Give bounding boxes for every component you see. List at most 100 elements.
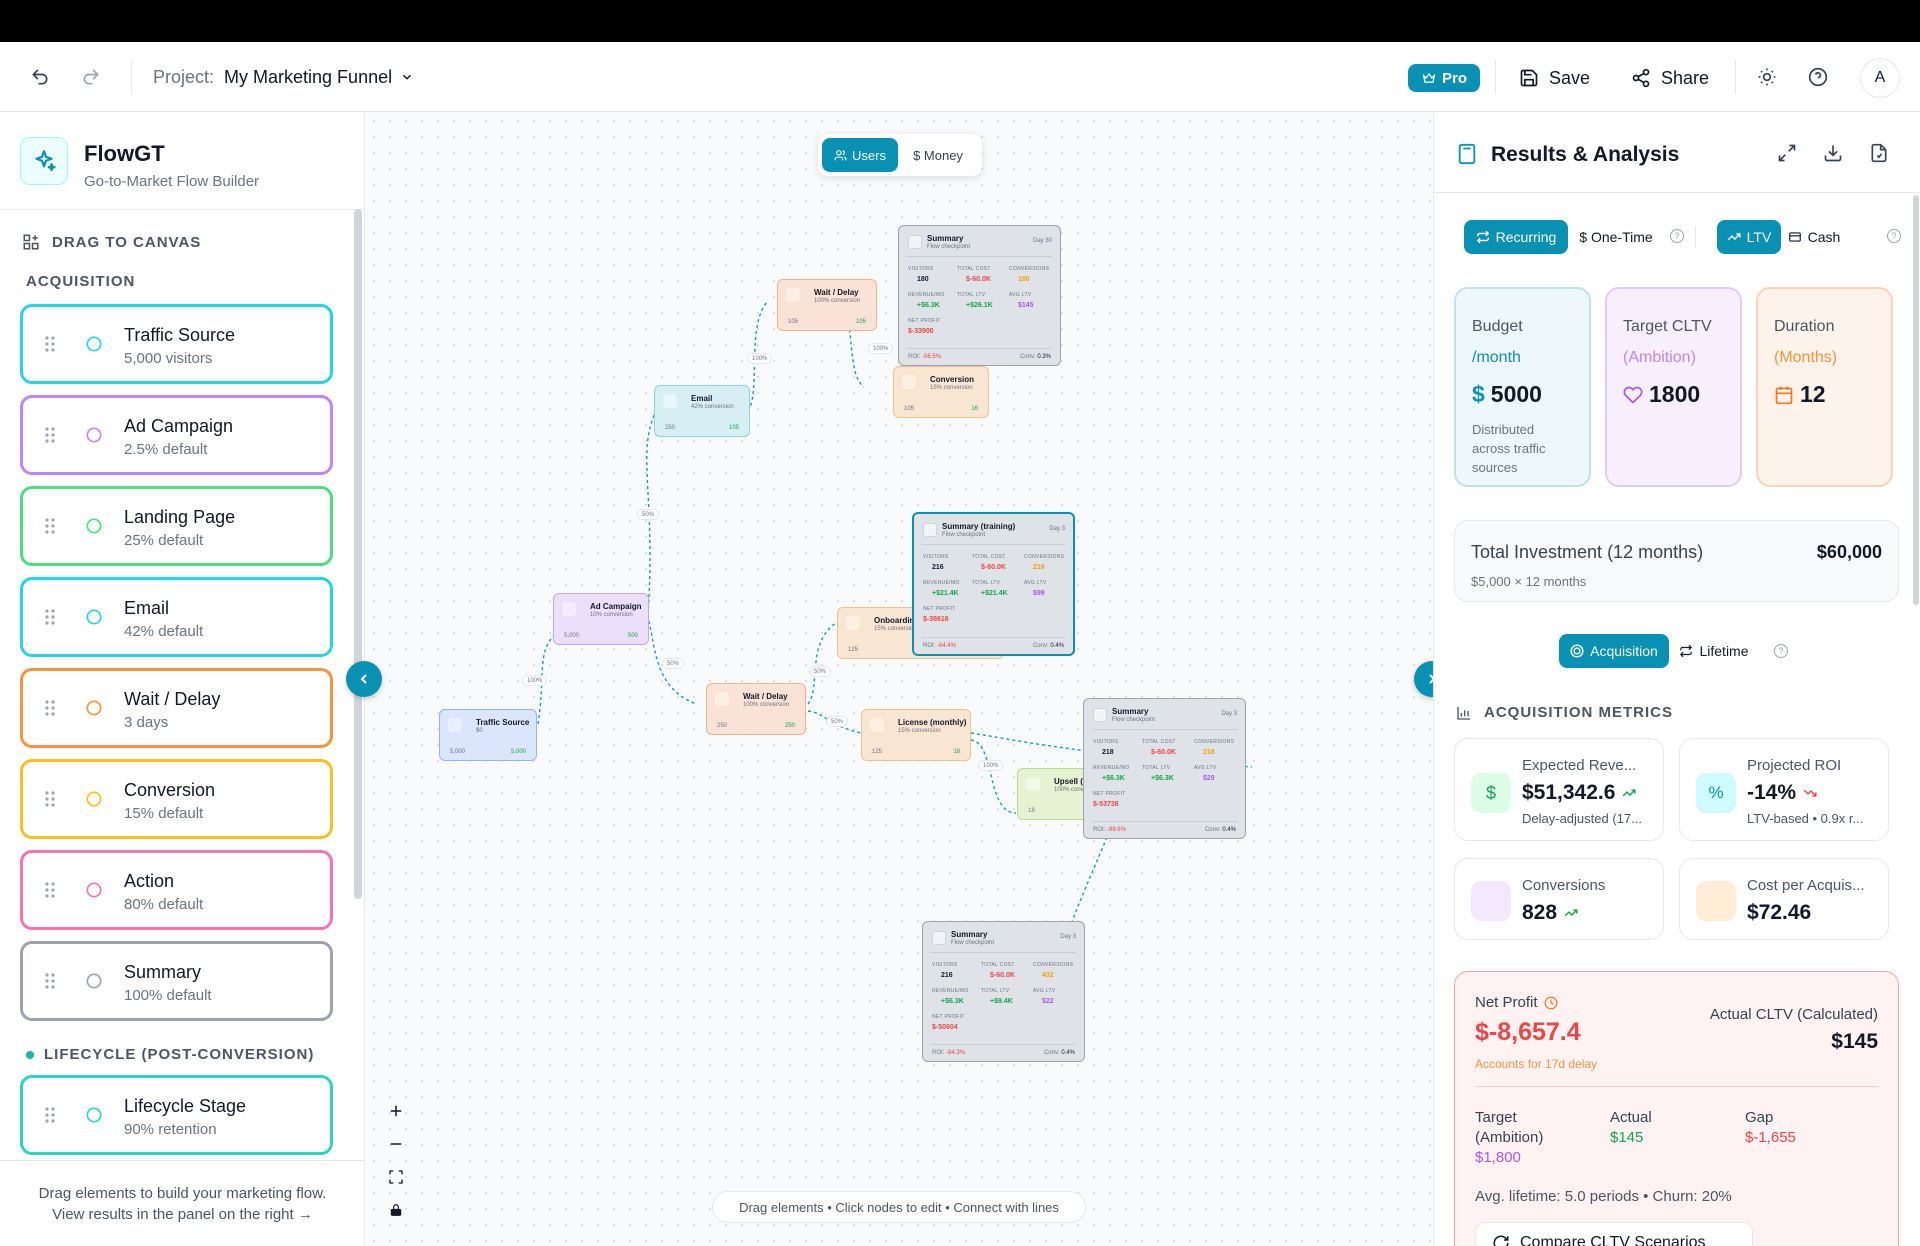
node-wait-delay-1[interactable]: Wait / Delay 100% conversion 105 105 [777,279,877,331]
avatar[interactable]: A [1860,58,1900,98]
lifecycle-dot [26,1050,34,1059]
mode-users-button[interactable]: Users [822,138,898,172]
summary-header: TOTAL LTV [981,988,1010,994]
actual-cltv-value: $145 [1831,1030,1878,1053]
drag-to-canvas-heading: DRAG TO CANVAS [22,233,201,251]
drag-handle-icon[interactable] [45,335,55,353]
kpi-label: Conversions [1522,877,1606,894]
drag-handle-icon[interactable] [45,426,55,444]
summary-roi-label: ROI: [923,643,936,649]
expand-icon[interactable] [1777,143,1799,165]
drag-handle-icon[interactable] [45,608,55,626]
summary-conv-label: Conv: [1204,827,1221,833]
drag-handle-icon[interactable] [45,699,55,717]
kpi-cost-per-acquisition[interactable]: Cost per Acquis... $72.46 [1679,858,1889,940]
share-icon [1632,68,1650,88]
drag-handle-icon[interactable] [45,881,55,899]
palette-item-label: Action [124,871,175,891]
zoom-out-button[interactable] [381,1127,411,1160]
summary-title: Summary [927,234,964,243]
kpi-conversions[interactable]: Conversions 828 [1454,858,1664,940]
fit-view-button[interactable] [381,1160,411,1193]
node-conversion-1[interactable]: Conversion 15% conversion 105 16 [893,366,989,418]
kpi-label: Expected Reve... [1522,757,1637,774]
lifetime-summary: Avg. lifetime: 5.0 periods • Churn: 20% [1475,1188,1732,1205]
compare-scenarios-button[interactable]: Compare CLTV Scenarios [1475,1222,1753,1246]
theme-toggle-sun-icon[interactable] [1754,64,1780,90]
dollar-icon: $ [1471,773,1511,813]
node-license-monthly[interactable]: License (monthly) 15% conversion 125 18 [861,709,971,761]
edge-label: 100% [978,760,1004,771]
sparkle-icon [20,137,68,185]
window-top-band [0,0,1920,42]
kpi-note: Delay-adjusted (17... [1522,811,1642,826]
bar-chart-icon [1093,708,1107,722]
drag-handle-icon[interactable] [45,517,55,535]
help-circle-icon[interactable] [1805,64,1831,90]
trend-down-icon [1803,789,1817,797]
summary-net-profit: $-33900 [908,328,934,335]
pro-badge[interactable]: Pro [1408,64,1480,92]
lifetime-button[interactable]: Lifetime [1669,634,1759,668]
trend-up-icon [1623,789,1636,797]
summary-cost: $-60.0K [990,972,1015,979]
help-icon[interactable]: ? [1774,644,1788,658]
zoom-in-button[interactable] [381,1094,411,1127]
node-traffic-source[interactable]: Traffic Source $0 5,000 5,000 [439,709,537,761]
trend-up-icon [902,375,916,389]
summary-roi: ROI: -56.5% [908,354,941,360]
kpi-projected-roi[interactable]: % Projected ROI -14% LTV-based • 0.9x r.… [1679,738,1889,841]
kpi-label: Cost per Acquis... [1747,877,1865,894]
lock-button[interactable] [381,1193,411,1226]
cash-button[interactable]: Cash [1781,220,1847,254]
drag-handle-icon[interactable] [45,1106,55,1124]
node-wait-delay-2[interactable]: Wait / Delay 100% conversion 250 250 [706,683,806,735]
recurring-button[interactable]: Recurring [1464,220,1568,254]
ltv-button[interactable]: LTV [1717,220,1781,254]
share-button[interactable]: Share [1631,62,1709,94]
node-email[interactable]: Email 42% conversion 250 105 [654,385,750,437]
download-icon[interactable] [1823,143,1845,165]
node-title: Email [691,394,713,403]
mode-money-button[interactable]: $ Money [902,138,974,172]
help-icon[interactable]: ? [1670,229,1684,243]
sidebar-scrollbar[interactable] [354,209,362,899]
duration-card[interactable]: Duration(Months) 12 [1756,287,1893,487]
summary-conv-label: Conv: [1019,354,1036,360]
mode-users-label: Users [852,147,886,163]
undo-icon[interactable] [27,64,53,90]
drag-handle-icon[interactable] [45,972,55,990]
drag-handle-icon[interactable] [45,790,55,808]
target-cltv-card[interactable]: Target CLTV(Ambition) 1800 [1605,287,1742,487]
kpi-value: $51,342.6 [1522,781,1616,804]
investment-label: Total Investment (12 months) [1471,542,1704,562]
summary-visitors: 216 [941,972,953,979]
project-dropdown[interactable]: My Marketing Funnel [224,67,414,88]
lifetime-label: Lifetime [1699,643,1749,659]
acquisition-button[interactable]: Acquisition [1559,634,1669,668]
node-ad-campaign[interactable]: Ad Campaign 10% conversion 5,000 500 [553,593,649,645]
collapse-sidebar-button[interactable] [346,661,382,697]
export-file-icon[interactable] [1869,143,1891,165]
one-time-button[interactable]: $ One-Time [1568,220,1664,254]
flow-canvas[interactable]: Users $ Money 100% 100% 100% 50% 50% 50%… [366,113,1432,1246]
kpi-expected-revenue[interactable]: $ Expected Reve... $51,342.6 Delay-adjus… [1454,738,1664,841]
help-icon[interactable]: ? [1887,229,1901,243]
save-button[interactable]: Save [1519,62,1590,94]
results-scrollbar[interactable] [1913,195,1919,605]
redo-icon[interactable] [78,64,104,90]
